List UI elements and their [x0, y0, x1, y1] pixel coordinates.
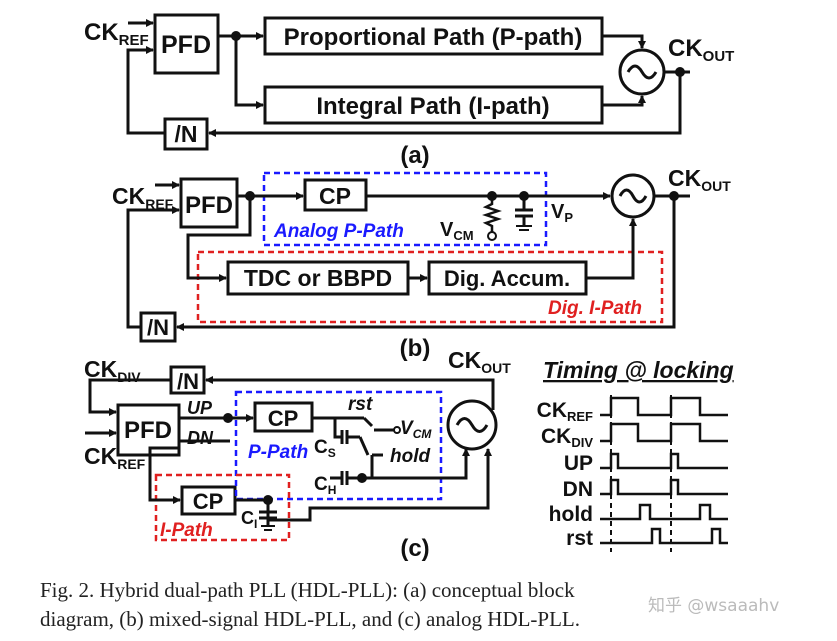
cp-p-block-c	[253, 401, 314, 433]
timing-label-hold: hold	[549, 503, 593, 526]
dig-accum-label-b: Dig. Accum.	[444, 266, 570, 291]
div-label-a: /N	[175, 121, 198, 147]
pfd-label-b: PFD	[185, 192, 233, 219]
panel-a	[126, 13, 690, 151]
pfd-label-a: PFD	[161, 31, 211, 59]
i-path-label-a: Integral Path (I-path)	[316, 93, 549, 120]
timing-title: Timing @ locking	[543, 357, 734, 383]
dig-accum-block-b	[427, 260, 588, 296]
timing-wave-ckdiv	[600, 422, 728, 443]
p-path-label-c: P-Path	[248, 442, 308, 463]
rst-label-c: rst	[348, 394, 373, 415]
timing-label-dn: DN	[563, 478, 593, 501]
ckdiv-label-c: CKDIV	[84, 356, 141, 385]
watermark: 知乎 @wsaaahv	[648, 596, 779, 616]
ckout-label-b: CKOUT	[668, 165, 731, 194]
ckref-label-c: CKREF	[84, 443, 146, 472]
timing-wave-dn	[600, 478, 728, 496]
vcm-label-b: VCM	[440, 219, 474, 243]
pfd-block-b	[179, 177, 239, 229]
panel-b-label: (b)	[400, 335, 431, 362]
dig-i-path-label: Dig. I-Path	[548, 298, 642, 319]
dig-i-path-region	[196, 250, 664, 324]
panel-c-text: CKDIV /N CKOUT PFD UP DN CKREF CP P-Path…	[84, 347, 511, 562]
panel-c	[85, 365, 498, 542]
cs-label-c: CS	[314, 437, 336, 460]
panel-b	[126, 171, 690, 343]
timing-label-rst: rst	[566, 527, 593, 550]
pfd-block-a	[153, 13, 220, 75]
ckref-label-b: CKREF	[112, 183, 174, 212]
i-path-block-a	[263, 85, 604, 125]
timing-wave-ckref	[600, 396, 728, 417]
cp-p-label-c: CP	[268, 406, 299, 431]
panel-b-text: CKREF PFD CP Analog P-Path VCM VP TDC or…	[112, 165, 731, 362]
panel-c-label: (c)	[400, 535, 429, 562]
ch-label-c: CH	[314, 474, 336, 497]
panel-a-text: CKREF PFD Proportional Path (P-path) Int…	[84, 19, 734, 169]
tdc-block-b	[226, 260, 410, 296]
cp-i-label-c: CP	[193, 489, 224, 514]
vco-sine-a	[626, 64, 658, 80]
timing-label-ckref: CKREF	[537, 399, 593, 424]
p-path-region-c	[234, 390, 443, 501]
div-block-b	[139, 311, 177, 343]
ckout-label-c: CKOUT	[448, 347, 511, 376]
ci-label-c: CI	[241, 508, 257, 531]
vp-label-b: VP	[551, 201, 573, 225]
panel-a-label: (a)	[400, 142, 429, 169]
timing-label-ckdiv: CKDIV	[541, 425, 593, 450]
caption-line-2: diagram, (b) mixed-signal HDL-PLL, and (…	[40, 607, 580, 631]
cp-label-b: CP	[319, 183, 351, 209]
dn-label-c: DN	[187, 428, 214, 448]
hold-label-c: hold	[390, 446, 430, 467]
timing-wave-hold	[600, 503, 728, 521]
div-label-b: /N	[147, 315, 169, 340]
p-path-block-a	[263, 16, 604, 56]
timing-wave-rst	[600, 527, 728, 545]
p-path-label-a: Proportional Path (P-path)	[284, 24, 583, 51]
i-path-label-c: I-Path	[160, 520, 213, 541]
div-label-c: /N	[177, 369, 199, 394]
i-path-region-c	[154, 473, 291, 542]
ckref-label-a: CKREF	[84, 19, 149, 49]
tdc-label-b: TDC or BBPD	[244, 265, 392, 291]
timing-label-up: UP	[564, 452, 593, 475]
timing-wave-up	[600, 452, 728, 470]
analog-p-path-region	[262, 171, 548, 247]
up-label-c: UP	[187, 398, 213, 418]
pfd-label-c: PFD	[124, 417, 172, 444]
ckout-label-a: CKOUT	[668, 35, 734, 65]
analog-p-path-label: Analog P-Path	[273, 221, 404, 242]
div-block-c	[169, 365, 206, 395]
vcm-label-c: VCM	[400, 418, 432, 441]
caption-line-1: Fig. 2. Hybrid dual-path PLL (HDL-PLL): …	[40, 578, 575, 602]
